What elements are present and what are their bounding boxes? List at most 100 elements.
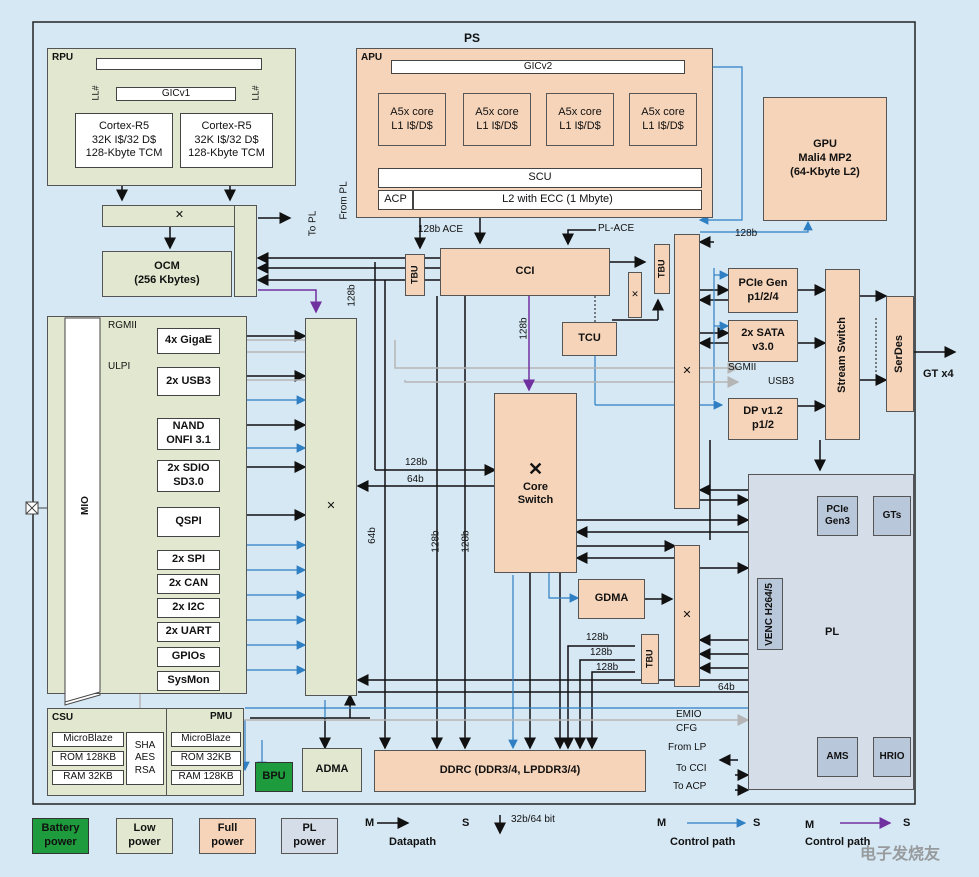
legend-low-l2: power bbox=[128, 836, 161, 848]
legend-datapath: Datapath bbox=[389, 836, 437, 848]
rpu-ll-left: LL# bbox=[90, 85, 101, 101]
serdes-label: SerDes bbox=[893, 335, 906, 373]
gpu-block: GPU Mali4 MP2 (64-Kbyte L2) bbox=[763, 97, 887, 221]
nand-version: ONFI 3.1 bbox=[166, 434, 211, 446]
from-lp-label: From LP bbox=[668, 742, 707, 753]
csu-rom: ROM 128KB bbox=[52, 751, 124, 766]
legend-pl-l1: PL bbox=[302, 822, 317, 835]
tbu-128b-label-1: 128b bbox=[586, 632, 609, 643]
dp-title: DP v1.2 bbox=[743, 405, 783, 418]
apu-acp: ACP bbox=[378, 190, 413, 210]
legend-data-s: S bbox=[462, 817, 470, 829]
crossbar-icon: ✕ bbox=[326, 500, 336, 513]
qspi-block: QSPI bbox=[157, 507, 220, 537]
legend-battery-l1: Battery bbox=[41, 822, 80, 835]
tbu-switch: ✕ bbox=[628, 272, 642, 318]
sha-label: SHA bbox=[134, 739, 156, 751]
gpios-block: GPIOs bbox=[157, 647, 220, 667]
ocm-title: OCM bbox=[154, 260, 180, 273]
pmu-title: PMU bbox=[210, 711, 233, 722]
serdes-block: SerDes bbox=[886, 296, 914, 412]
csu-ram: RAM 32KB bbox=[52, 770, 124, 785]
core-cache: 32K I$/32 D$ bbox=[91, 133, 157, 146]
sysmon-block: SysMon bbox=[157, 671, 220, 691]
legend-pl-l2: power bbox=[293, 836, 326, 848]
ddr-bus-label: 32b/64 bit bbox=[511, 814, 555, 825]
core-name: A5x core bbox=[558, 105, 602, 118]
pl-ace-label: PL-ACE bbox=[598, 223, 635, 234]
venc-block: VENC H264/5 bbox=[757, 578, 783, 650]
tbu-gpu: TBU bbox=[654, 244, 670, 294]
i2c-block: 2x I2C bbox=[157, 598, 220, 618]
ddr-128b-label-1: 128b bbox=[430, 530, 442, 553]
core-cache: L1 I$/D$ bbox=[391, 119, 433, 132]
csu-crypto: SHA AES RSA bbox=[126, 732, 164, 785]
ps-peripheral-switch: ✕ bbox=[674, 234, 700, 509]
gpu-model: Mali4 MP2 bbox=[798, 152, 852, 165]
venc-codec: H264/5 bbox=[763, 582, 775, 615]
core-switch: ✕ Core Switch bbox=[494, 393, 577, 573]
core-cache: 32K I$/32 D$ bbox=[194, 133, 259, 146]
core-tcm: 128-Kbyte TCM bbox=[85, 147, 163, 160]
to-pl-label: To PL bbox=[307, 210, 319, 237]
hrio-block: HRIO bbox=[873, 737, 911, 777]
core-name: A5x core bbox=[641, 105, 685, 118]
crossbar-icon: ✕ bbox=[527, 459, 544, 479]
legend-full-l2: power bbox=[211, 836, 244, 848]
crossbar-icon: ✕ bbox=[682, 364, 692, 377]
pmu-rom: ROM 32KB bbox=[171, 751, 241, 766]
tbu-128b-label-2: 128b bbox=[590, 647, 613, 658]
pl-pcie-title: PCIe bbox=[826, 503, 849, 515]
rpu-core-1: Cortex-R5 32K I$/32 D$ 128-Kbyte TCM bbox=[75, 113, 173, 168]
sdio-version: SD3.0 bbox=[173, 476, 204, 488]
crossbar-icon: ✕ bbox=[174, 209, 185, 222]
ocm-size: (256 Kbytes) bbox=[134, 274, 200, 286]
rpu-title: RPU bbox=[52, 52, 74, 63]
ddrc-block: DDRC (DDR3/4, LPDDR3/4) bbox=[374, 750, 646, 792]
cfg-label: CFG bbox=[676, 723, 698, 734]
pcie-title: PCIe Gen bbox=[738, 276, 788, 289]
pcie-ports: p1/2/4 bbox=[747, 290, 779, 303]
adma-interconnect: ✕ bbox=[305, 318, 357, 696]
legend-low-l1: Low bbox=[133, 822, 156, 835]
ams-block: AMS bbox=[817, 737, 858, 777]
core-cache: L1 I$/D$ bbox=[642, 119, 684, 132]
sdio-title: 2x SDIO bbox=[167, 462, 210, 475]
usb3-block: 2x USB3 bbox=[157, 367, 220, 396]
legend-ctrl-s: S bbox=[753, 817, 761, 829]
to-acp-label: To ACP bbox=[673, 781, 707, 792]
rpu-gic: GICv1 bbox=[116, 87, 236, 101]
dp-ports: p1/2 bbox=[751, 419, 774, 431]
legend-control-path-2: Control path bbox=[805, 836, 871, 848]
legend-full-l1: Full bbox=[217, 822, 238, 835]
tcu-block: TCU bbox=[562, 322, 617, 356]
gigae-block: 4x GigaE bbox=[157, 328, 220, 354]
can-block: 2x CAN bbox=[157, 574, 220, 594]
venc-label: VENC H264/5 bbox=[764, 583, 777, 646]
emio-label: EMIO bbox=[676, 709, 702, 720]
rpu-core-2: Cortex-R5 32K I$/32 D$ 128-Kbyte TCM bbox=[180, 113, 273, 168]
stream-switch: Stream Switch bbox=[825, 269, 860, 440]
pmu-ram: RAM 128KB bbox=[171, 770, 241, 785]
stream-switch-label: Stream Switch bbox=[835, 316, 848, 393]
gpu-title: GPU bbox=[813, 138, 837, 151]
apu-scu: SCU bbox=[378, 168, 702, 188]
core-tcm: 128-Kbyte TCM bbox=[188, 147, 265, 160]
apu-title: APU bbox=[361, 52, 383, 63]
csu-pmu-divider bbox=[166, 708, 167, 796]
gpu-cache: (64-Kbyte L2) bbox=[790, 165, 860, 178]
uart-block: 2x UART bbox=[157, 622, 220, 642]
ace-128-label: 128b ACE bbox=[418, 224, 464, 235]
core-switch-title2: Switch bbox=[517, 494, 554, 507]
